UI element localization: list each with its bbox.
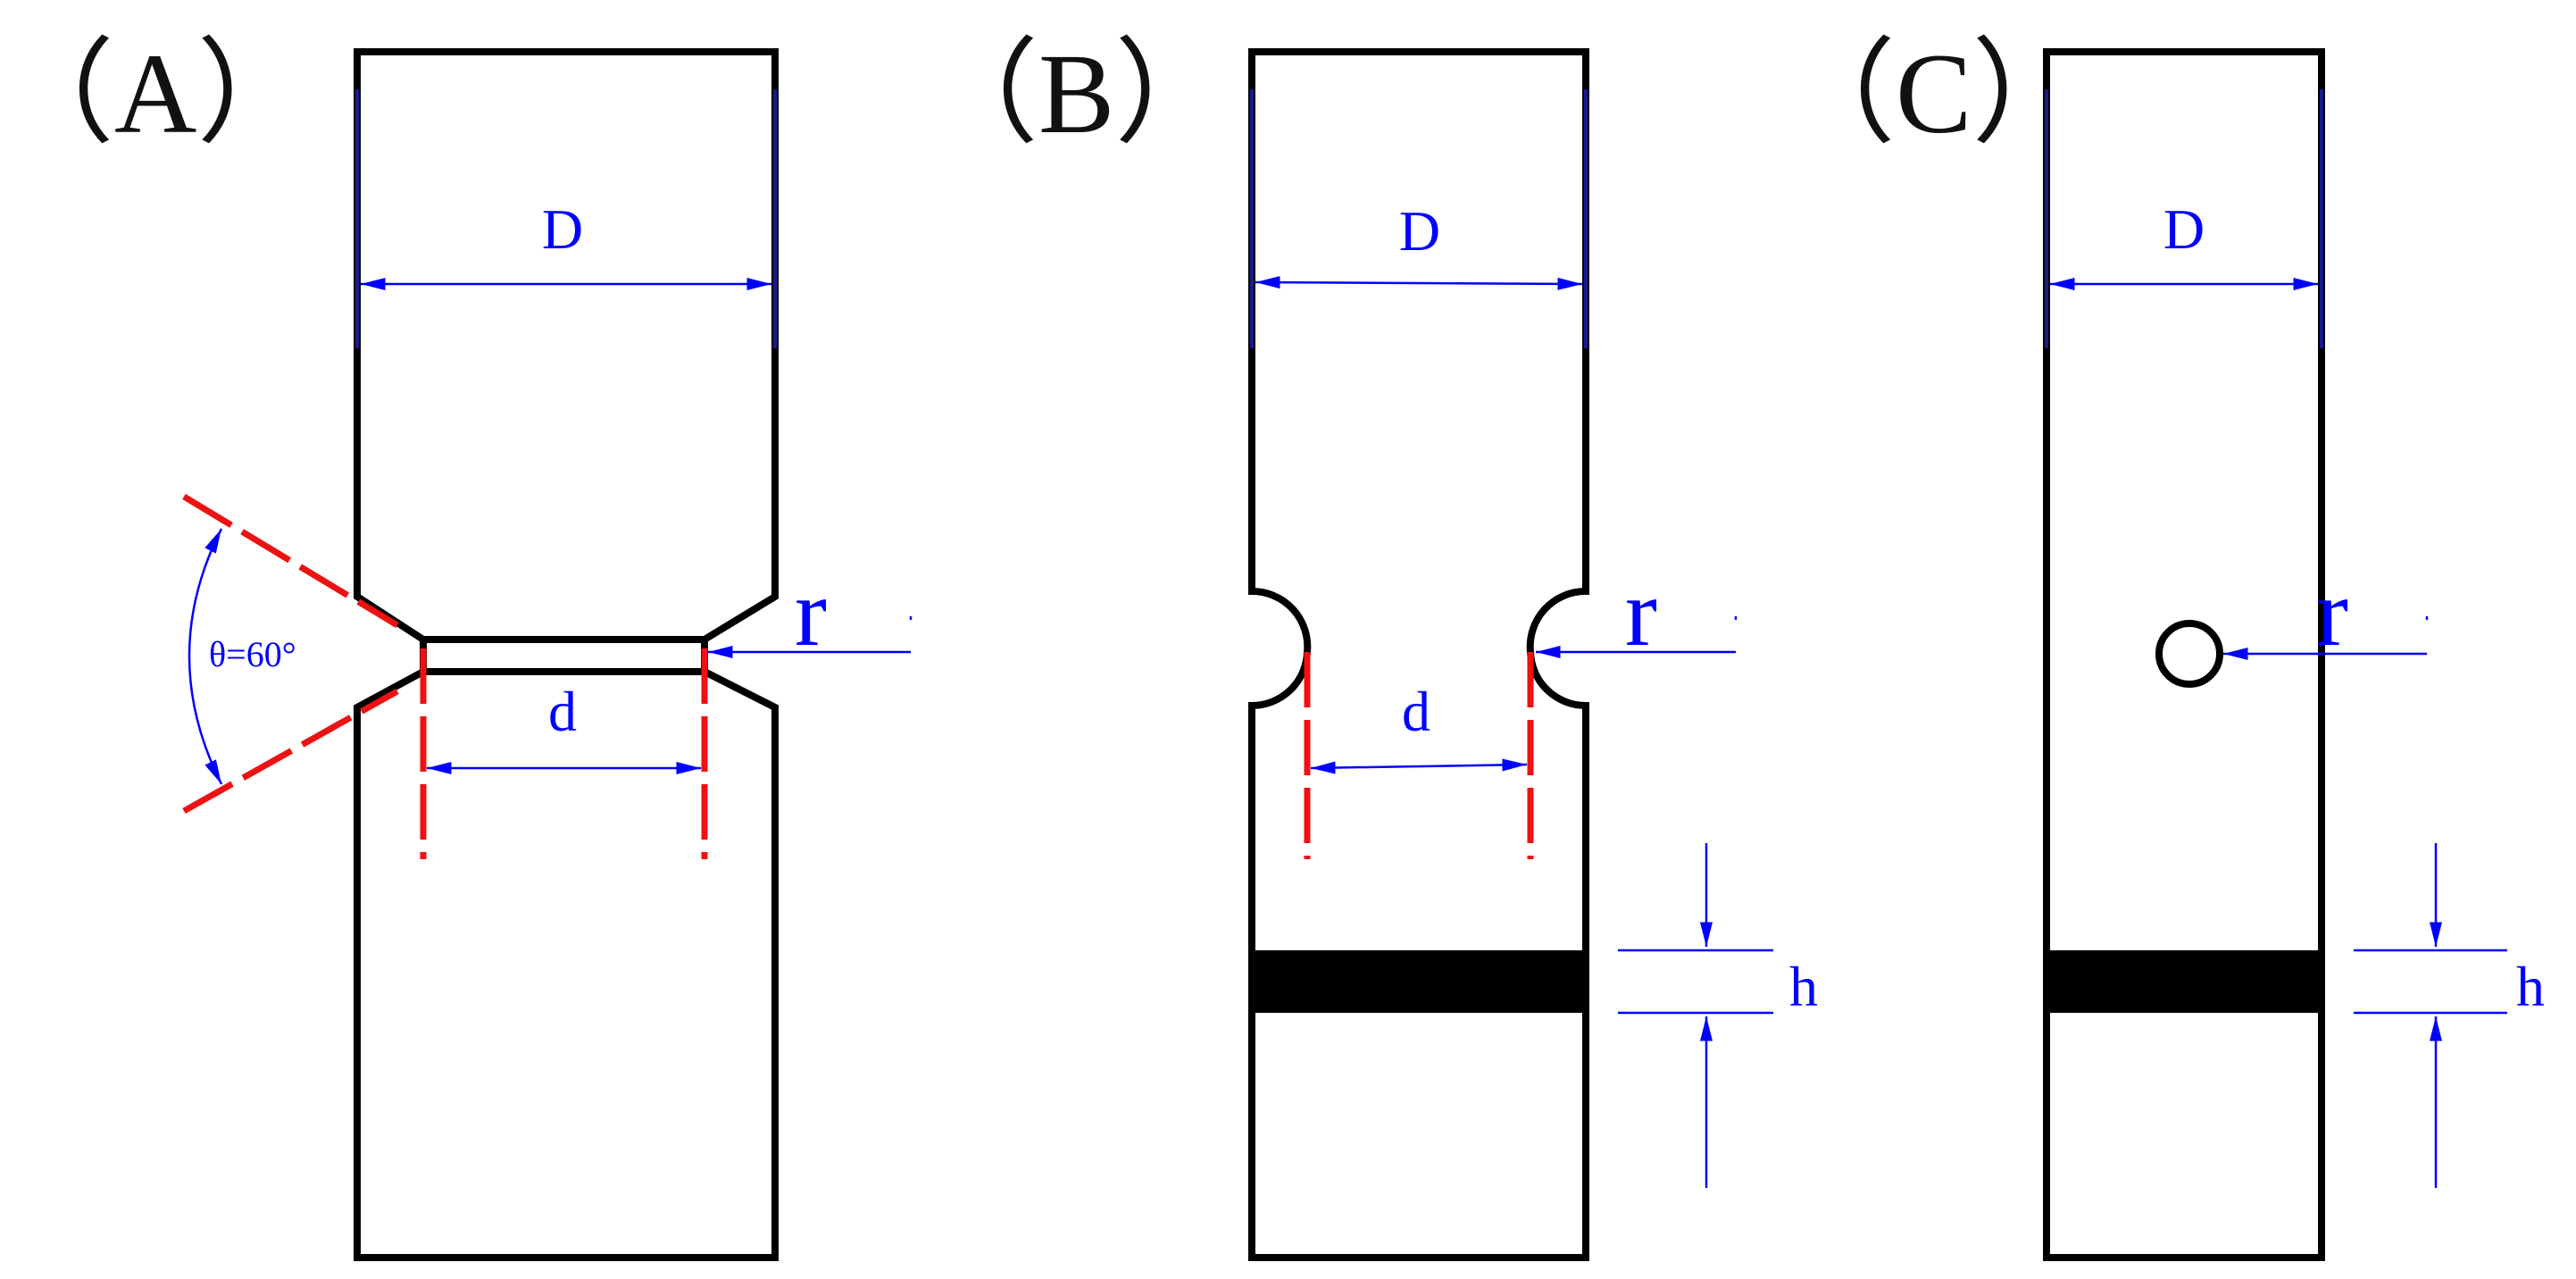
panel-b-label: （B） [924,30,1229,157]
panel-b-radius-label: r [1625,560,1657,666]
panel-a-angle-arc [188,528,223,785]
panel-b: （B） D d r h [924,30,1818,1261]
panel-b-dimension-D-line [1255,276,1583,290]
panel-a: （A） D θ=60° d r [0,30,913,1261]
panel-b-dimension-D-label: D [1399,199,1440,263]
panel-a-notch-guide-upper [182,494,399,628]
panel-b-band [1252,950,1586,1013]
panel-c-label: （C） [1781,30,2086,157]
panel-b-dimension-d-line [1310,758,1528,774]
panel-a-dimension-D-label: D [542,197,583,261]
panel-c-hole [2155,620,2223,688]
panel-c-dimension-h-label: h [2516,955,2545,1018]
panel-c-dimension-D-label: D [2163,197,2205,261]
panel-a-dimension-d-label: d [548,680,577,743]
panel-c-band [2047,950,2322,1013]
panel-b-dimension-h-label: h [1789,955,1818,1018]
panel-a-angle-label: θ=60° [209,634,296,674]
panel-b-dimension-d-label: d [1402,680,1430,743]
panel-b-specimen-outline [1248,48,1589,1261]
panel-c: （C） D r h [1781,30,2545,1261]
panel-a-radius-label: r [795,560,827,666]
panel-a-label: （A） [0,30,311,157]
panel-c-radius-label: r [2316,560,2348,666]
panel-a-notch-guide-lower [182,688,399,815]
